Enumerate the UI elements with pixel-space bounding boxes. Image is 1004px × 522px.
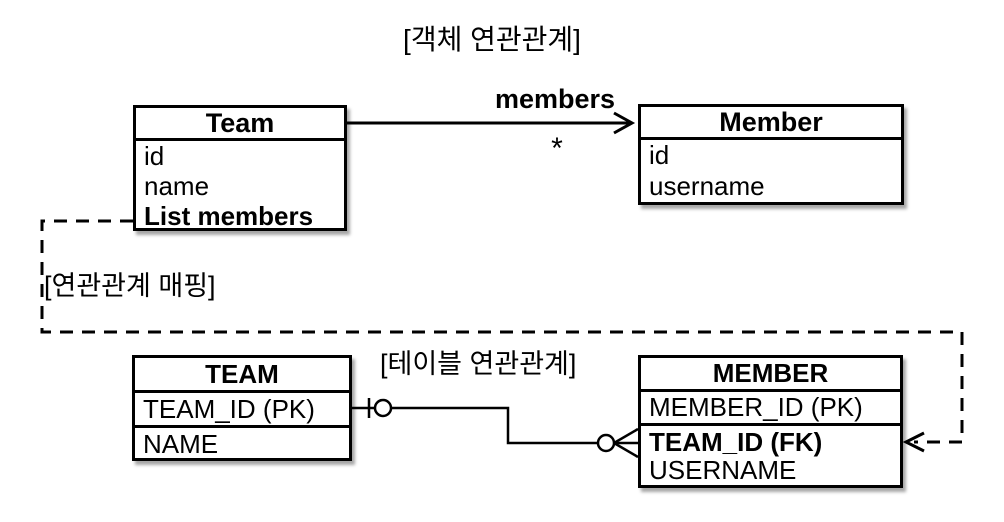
member-class-box: Member id username xyxy=(638,104,904,205)
member-column-username: USERNAME xyxy=(649,455,797,485)
table-relation-line xyxy=(352,406,598,445)
table-association-title: [테이블 연관관계] xyxy=(380,349,577,379)
crow-foot-icon xyxy=(613,427,639,459)
zero-or-many-circle-icon xyxy=(596,433,616,453)
zero-or-one-circle-icon xyxy=(373,398,393,418)
team-field-id: id xyxy=(144,141,165,171)
team-class-fields: id name List members xyxy=(136,141,344,231)
mapping-dashed-path xyxy=(40,219,964,444)
team-table-title: TEAM xyxy=(135,358,349,393)
mapping-arrowhead-icon xyxy=(902,431,925,453)
team-table-box: TEAM TEAM_ID (PK) NAME xyxy=(132,355,352,461)
member-table-title: MEMBER xyxy=(641,358,900,392)
member-table-box: MEMBER MEMBER_ID (PK) TEAM_ID (FK) USERN… xyxy=(638,355,903,488)
member-field-id: id xyxy=(649,140,670,170)
team-column-team-id-pk: TEAM_ID (PK) xyxy=(135,393,349,428)
members-arrowhead-icon xyxy=(613,111,636,135)
object-association-title: [객체 연관관계] xyxy=(403,24,581,55)
members-multiplicity-label: * xyxy=(551,132,563,165)
member-field-username: username xyxy=(649,171,765,201)
member-column-team-id-fk: TEAM_ID (FK) xyxy=(649,427,823,457)
member-class-fields: id username xyxy=(641,140,901,202)
association-mapping-title: [연관관계 매핑] xyxy=(44,271,216,301)
member-class-title: Member xyxy=(641,107,901,140)
member-table-compartment: TEAM_ID (FK) USERNAME xyxy=(641,426,900,484)
team-field-list-members: List members xyxy=(144,201,314,231)
team-column-name: NAME xyxy=(143,429,219,459)
team-class-title: Team xyxy=(136,108,344,141)
member-column-member-id-pk: MEMBER_ID (PK) xyxy=(641,392,900,426)
members-association-label: members xyxy=(494,84,616,114)
team-class-box: Team id name List members xyxy=(133,105,347,231)
team-field-name: name xyxy=(144,171,210,201)
